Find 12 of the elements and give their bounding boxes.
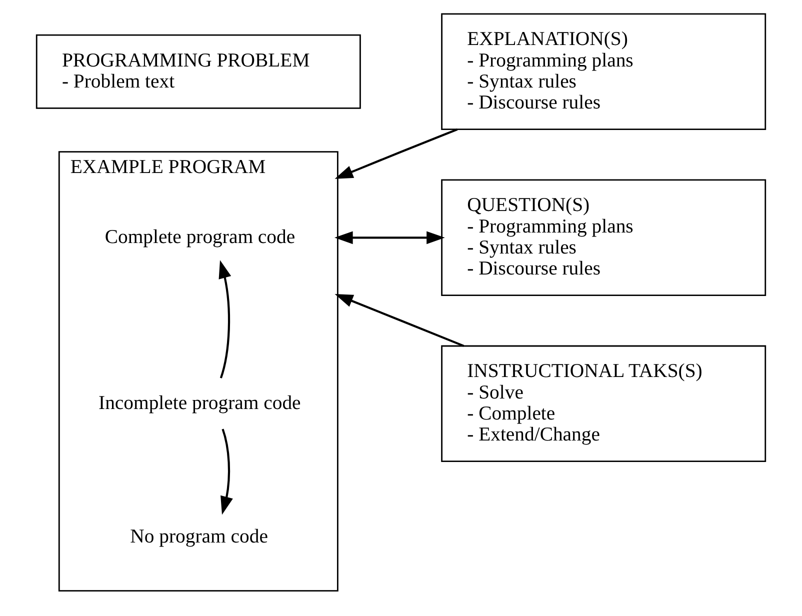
- arrow: [334, 128, 458, 179]
- node-box: PROGRAMMING PROBLEM - Problem text: [36, 34, 361, 109]
- arrow: [220, 428, 233, 515]
- node-text: Complete program code: [104, 226, 296, 248]
- node-box: EXPLANATION(S) - Programming plans - Syntax rules - Discourse rules: [441, 13, 766, 130]
- node-text: Incomplete program code: [98, 392, 301, 414]
- node-box: INSTRUCTIONAL TAKS(S) - Solve - Complete - Extend/Change: [441, 345, 766, 462]
- node-text: No program code: [130, 526, 268, 548]
- arrow: [334, 231, 445, 244]
- node-box: QUESTION(S) - Programming plans - Syntax rules - Discourse rules: [441, 179, 766, 296]
- arrow: [218, 260, 232, 378]
- arrow: [334, 294, 464, 347]
